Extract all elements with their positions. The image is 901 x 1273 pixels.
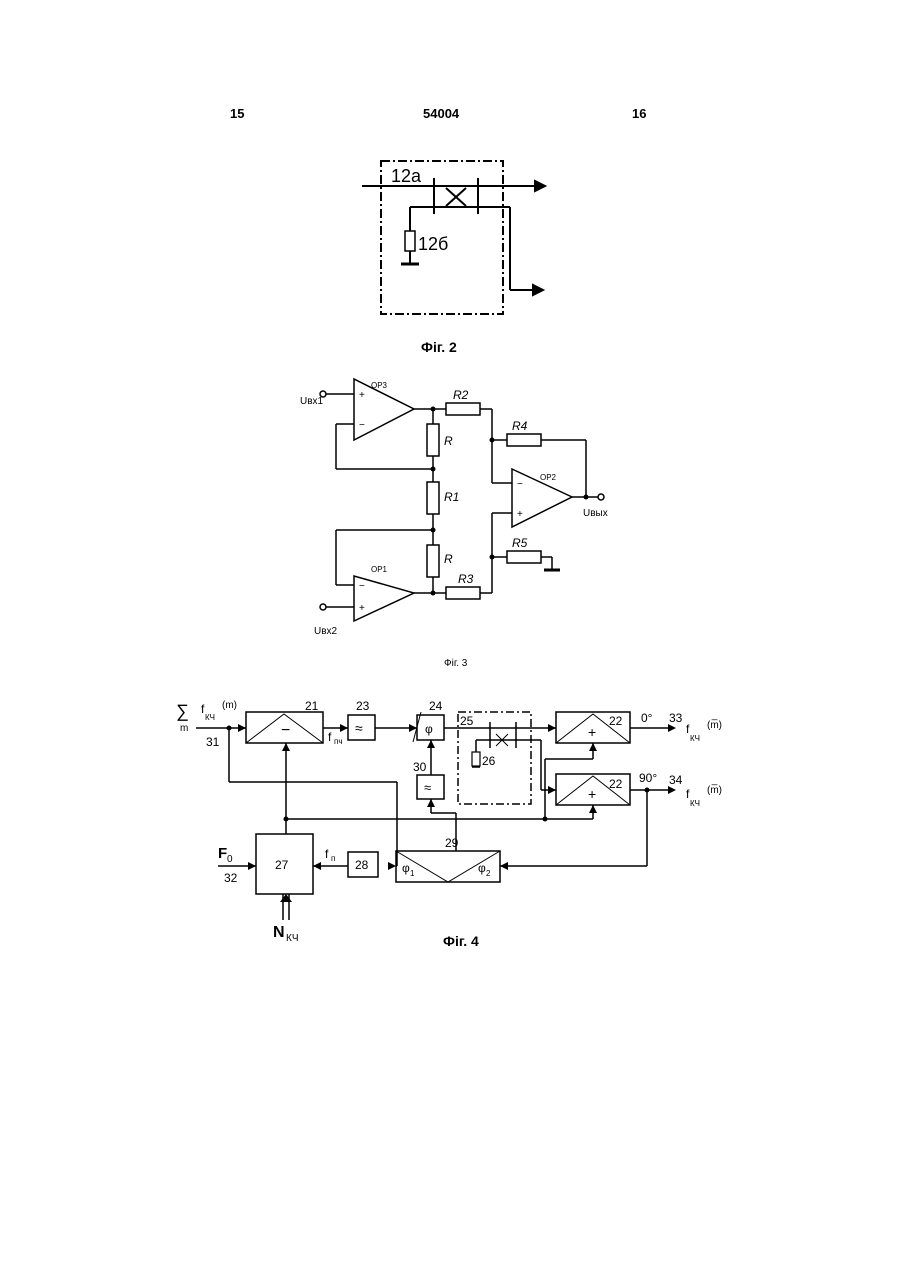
fig3-label-uin1: Uвх1 <box>300 396 324 407</box>
fig3-op3-plus: + <box>359 390 365 401</box>
fig3-label-r4: R4 <box>512 419 528 433</box>
fig4-label-31: 31 <box>206 735 220 749</box>
fig4-label-deg90: 90° <box>639 771 657 785</box>
fig2-resistor <box>405 231 415 251</box>
fig4-label-27: 27 <box>275 858 289 872</box>
fig3-label-op2: OP2 <box>540 473 557 482</box>
fig4-resistor-26 <box>472 752 480 766</box>
fig4-phi2: φ <box>478 861 486 875</box>
fig3-resistor-r1 <box>427 482 439 514</box>
fig4-block21-sign: − <box>281 722 290 739</box>
fig3-label-r2: R2 <box>453 388 469 402</box>
fig4-label-33: 33 <box>669 711 683 725</box>
fig3-label-r1: R1 <box>444 490 459 504</box>
fig3-label-r: R <box>444 434 453 448</box>
fig2-diagram <box>362 161 545 314</box>
fig4-caption: Фіг. 4 <box>443 933 479 949</box>
fig4-sum-index: m <box>180 723 188 734</box>
fig4-phi2-sub: 2 <box>486 869 491 878</box>
fig4-label-N-sub: КЧ <box>286 933 299 944</box>
fig4-out2-f-sub: КЧ <box>690 799 700 808</box>
fig2-arrow-top-icon <box>535 181 545 191</box>
fig3-resistor-r5 <box>507 551 541 563</box>
fig3-op2-plus: + <box>517 509 523 520</box>
fig4-label-30: 30 <box>413 760 427 774</box>
fig4-input-m: (m) <box>222 700 237 711</box>
fig3-resistor-r-top <box>427 424 439 456</box>
fig3-op1-minus: − <box>359 581 365 592</box>
fig4-label-fpch-sub: пч <box>334 737 343 746</box>
fig4-block22-bottom-sign: + <box>588 786 596 802</box>
fig3-output-terminal <box>598 494 604 500</box>
fig3-label-r5: R5 <box>512 536 528 550</box>
fig4-block23-filter-icon: ≈ <box>355 720 363 736</box>
fig4-label-deg0: 0° <box>641 711 653 725</box>
fig3-label-r-low: R <box>444 552 453 566</box>
fig4-sum-sign: ∑ <box>176 701 189 721</box>
fig4-label-26: 26 <box>482 754 496 768</box>
fig4-phi1-sub: 1 <box>410 869 415 878</box>
fig2-label-12b: 12б <box>418 234 448 254</box>
fig3-resistor-r-bottom <box>427 545 439 577</box>
fig3-input2-terminal <box>320 604 326 610</box>
fig3-op1-plus: + <box>359 603 365 614</box>
fig3-resistor-r2 <box>446 403 480 415</box>
fig4-out1-f-sub: КЧ <box>690 734 700 743</box>
fig4-arrowheads <box>238 724 676 902</box>
fig4-label-34: 34 <box>669 773 683 787</box>
fig4-label-fpch: f <box>328 730 332 744</box>
fig3-resistor-r4 <box>507 434 541 446</box>
fig4-label-28: 28 <box>355 858 369 872</box>
fig2-label-12a: 12а <box>391 166 422 186</box>
fig4-out2-m: (m̅) <box>707 784 722 796</box>
fig3-label-uin2: Uвх2 <box>314 626 338 637</box>
fig4-input-f-sub: КЧ <box>205 713 215 722</box>
fig4-block30-filter-icon: ≈ <box>424 780 431 795</box>
fig4-label-N: N <box>273 924 285 941</box>
fig4-label-fn-sub: п <box>331 854 335 863</box>
fig2-arrow-bottom-icon <box>533 285 543 295</box>
fig4-block22-top-sign: + <box>588 724 596 740</box>
fig4-label-29: 29 <box>445 836 459 850</box>
fig3-label-r3: R3 <box>458 572 474 586</box>
fig4-label-F0: F <box>218 845 227 862</box>
fig4-label-32: 32 <box>224 871 238 885</box>
fig3-op2-minus: − <box>517 479 523 490</box>
fig4-block24-phi: φ <box>425 722 433 736</box>
fig4-phi1: φ <box>402 861 410 875</box>
fig3-op3-minus: − <box>359 420 365 431</box>
fig3-label-uout: Uвых <box>583 508 608 519</box>
fig4-out1-m: (m̅) <box>707 719 722 731</box>
fig4-label-25: 25 <box>460 714 474 728</box>
fig4-label-F0-sub: 0 <box>227 854 233 865</box>
fig4-label-fn: f <box>325 847 329 861</box>
fig4-label-22-top: 22 <box>609 714 623 728</box>
page-number-right: 16 <box>632 106 646 121</box>
fig3-label-op3: OP3 <box>371 381 388 390</box>
fig4-label-23: 23 <box>356 699 370 713</box>
fig4-label-21: 21 <box>305 699 319 713</box>
page-number-left: 15 <box>230 106 244 121</box>
fig3-resistor-r3 <box>446 587 480 599</box>
fig2-caption: Фіг. 2 <box>421 339 457 355</box>
fig4-label-24: 24 <box>429 699 443 713</box>
fig3-caption: Фіг. 3 <box>444 658 468 669</box>
fig3-label-op1: OP1 <box>371 565 388 574</box>
document-number: 54004 <box>423 106 460 121</box>
fig4-label-22-bottom: 22 <box>609 777 623 791</box>
